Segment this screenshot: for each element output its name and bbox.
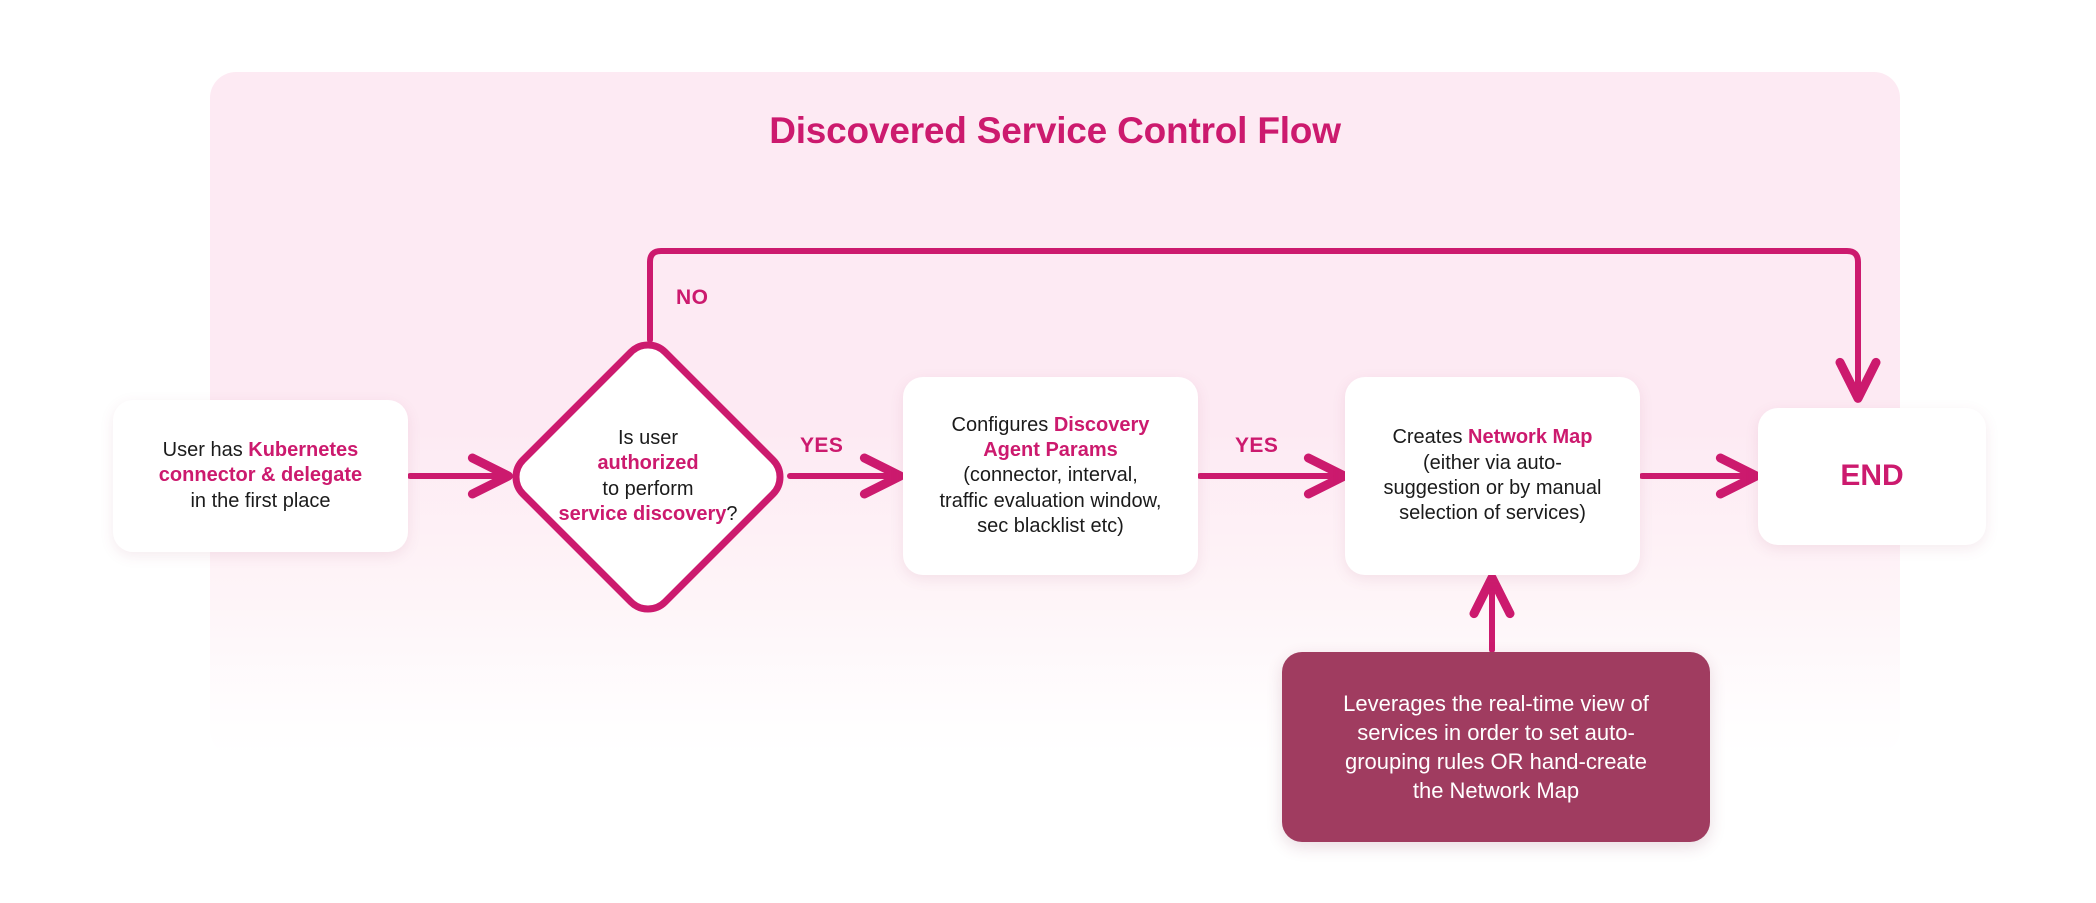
node-decision-line2-highlight: authorized [597, 452, 699, 475]
node-params-line2-highlight: Agent Params [983, 438, 1118, 461]
node-netmap-line1-highlight: Network Map [1468, 426, 1593, 449]
note-callout-line2: services in order to set auto- [1357, 719, 1635, 745]
edge-label-no: NO [676, 286, 709, 309]
node-netmap-line4: selection of services) [1399, 502, 1586, 525]
node-netmap-line3: suggestion or by manual [1383, 477, 1602, 499]
edge-label-yes-params: YES [1235, 434, 1279, 457]
node-decision-is-user-authorized[interactable]: Is user authorized to perform service di… [508, 337, 788, 617]
node-params-line3: (connector, interval, [963, 464, 1138, 487]
node-netmap-line1-plain: Creates [1392, 426, 1469, 449]
node-start-line1-highlight: Kubernetes [248, 438, 359, 461]
note-callout-line4: the Network Map [1412, 778, 1580, 804]
node-creates-network-map[interactable]: Creates Network Map (either via auto- su… [1345, 377, 1640, 575]
node-netmap-line2: (either via auto- [1423, 451, 1562, 474]
node-params-line1-plain: Configures [951, 413, 1054, 436]
note-leverages-real-time-view[interactable]: Leverages the real-time view of services… [1282, 652, 1710, 842]
node-params-line4: traffic evaluation window, [939, 489, 1162, 512]
diamond-shape [512, 341, 784, 613]
node-decision-line4-highlight: service discovery [558, 503, 727, 526]
node-params-text: Configures Discovery Agent Params (conne… [940, 413, 1162, 540]
node-configures-discovery-agent-params[interactable]: Configures Discovery Agent Params (conne… [903, 377, 1198, 575]
node-decision-line3: to perform [602, 478, 694, 500]
note-callout-line1: Leverages the real-time view of [1343, 690, 1649, 716]
node-end[interactable]: END [1758, 408, 1986, 545]
node-decision-text: Is user authorized to perform service di… [528, 426, 768, 528]
node-start-text: User has Kubernetes connector & delegate… [159, 438, 362, 514]
node-decision-line1: Is user [617, 427, 679, 450]
node-user-has-kubernetes-connector[interactable]: User has Kubernetes connector & delegate… [113, 400, 408, 552]
edge-label-yes-decision: YES [800, 434, 844, 457]
node-params-line1-highlight: Discovery [1053, 413, 1150, 436]
node-netmap-text: Creates Network Map (either via auto- su… [1384, 425, 1602, 527]
node-params-line5: sec blacklist etc) [977, 515, 1124, 538]
node-decision-line4-tail: ? [726, 503, 738, 526]
note-callout-line3: grouping rules OR hand-create [1344, 749, 1648, 774]
node-start-line2-highlight: connector & delegate [158, 464, 363, 487]
node-start-line1-plain: User has [162, 438, 249, 461]
node-start-line3: in the first place [190, 489, 331, 512]
page-title: Discovered Service Control Flow [769, 110, 1341, 151]
node-end-label: END [1840, 459, 1904, 493]
note-callout-text: Leverages the real-time view of services… [1343, 689, 1649, 806]
